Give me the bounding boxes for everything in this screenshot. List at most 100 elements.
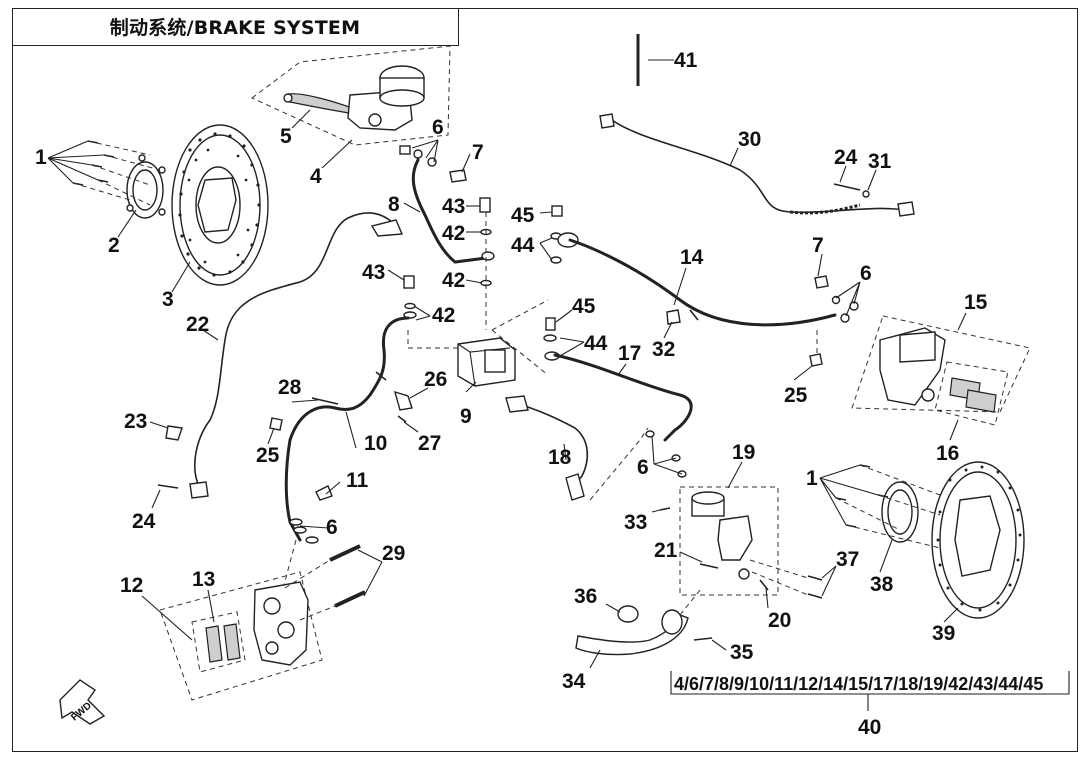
front-brake-lever: [283, 93, 357, 115]
caliper-mount-bolts: [284, 544, 366, 621]
drawing-frame: [12, 8, 1078, 752]
callout-38: 38: [870, 573, 894, 596]
callout-7: 7: [472, 141, 484, 164]
callout-20: 20: [768, 609, 791, 632]
rear-abs-sensor-wire: [611, 119, 906, 214]
front-brake-hose-upper: [411, 158, 488, 264]
callout-27: 27: [418, 432, 441, 455]
callout-25: 25: [784, 384, 808, 407]
rear-brake-hose-14: [568, 238, 837, 327]
hose-clamp-28: [311, 397, 339, 405]
banjo-washers-front-caliper: [279, 518, 319, 601]
callout-42: 42: [442, 222, 465, 245]
callout-8: 8: [388, 193, 400, 216]
callout-39: 39: [932, 622, 955, 645]
callout-13: 13: [192, 568, 215, 591]
front-abs-sensor-wire: [194, 212, 393, 489]
front-caliper-kit-outline: [159, 571, 323, 701]
hose-guide-26: [393, 390, 413, 411]
front-pads-kit-outline: [191, 611, 246, 673]
callout-19: 19: [732, 441, 755, 464]
bolt-24-rear: [833, 183, 861, 191]
callout-43: 43: [442, 195, 465, 218]
rear-brake-caliper: [879, 327, 946, 406]
callout-5: 5: [280, 125, 292, 148]
screw-27: [397, 415, 407, 423]
callout-45: 45: [511, 204, 535, 227]
callout-35: 35: [730, 641, 754, 664]
callout-2: 2: [108, 234, 120, 257]
kit-list-40: 4/6/7/8/9/10/11/12/14/15/17/18/19/42/43/…: [670, 671, 1070, 695]
abs-tone-ring-rear: [881, 481, 919, 543]
callout-6: 6: [637, 456, 649, 479]
callout-6: 6: [860, 262, 872, 285]
callout-7: 7: [812, 234, 824, 257]
front-brake-disc: [171, 124, 269, 286]
rear-brake-pedal: [575, 589, 701, 656]
front-abs-sensor: [189, 481, 209, 499]
callout-33: 33: [624, 511, 647, 534]
callout-1: 1: [35, 146, 47, 169]
abs-mount-bolts-lower: [403, 275, 488, 349]
rear-brake-line-18: [511, 401, 589, 489]
screw-21: [699, 563, 719, 569]
callout-37: 37: [836, 548, 859, 571]
callout-29: 29: [382, 542, 405, 565]
callout-40: 40: [858, 716, 881, 739]
callout-32: 32: [652, 338, 675, 361]
abs-link-dash: [491, 299, 549, 376]
callout-10: 10: [364, 432, 387, 455]
front-disc-bolts: [72, 140, 161, 206]
callout-28: 28: [278, 376, 302, 399]
callout-41: 41: [674, 49, 698, 72]
callout-6: 6: [326, 516, 338, 539]
pedal-bolt-35: [693, 637, 713, 641]
callout-45: 45: [572, 295, 596, 318]
front-master-cylinder: [347, 65, 425, 131]
callout-11: 11: [346, 469, 369, 492]
callout-30: 30: [738, 128, 761, 151]
callout-24: 24: [132, 510, 156, 533]
callout-21: 21: [654, 539, 678, 562]
abs-modulator: [457, 337, 516, 387]
callout-18: 18: [548, 446, 572, 469]
callout-6: 6: [432, 116, 444, 139]
callout-26: 26: [424, 368, 447, 391]
cotter-pin-20: [759, 579, 769, 591]
callout-17: 17: [618, 342, 641, 365]
callout-15: 15: [964, 291, 988, 314]
callout-44: 44: [584, 332, 608, 355]
callout-3: 3: [162, 288, 174, 311]
forward-direction-icon: FWD: [59, 679, 106, 725]
callout-42: 42: [432, 304, 455, 327]
bleeder-11: [315, 485, 333, 501]
callout-43: 43: [362, 261, 385, 284]
callout-14: 14: [680, 246, 704, 269]
callout-34: 34: [562, 670, 586, 693]
callout-9: 9: [460, 405, 472, 428]
callout-44: 44: [511, 234, 535, 257]
master-cylinder-bolts-37: [749, 559, 823, 599]
sensor-connector-30: [599, 113, 615, 129]
diagram-title: 制动系统/BRAKE SYSTEM: [109, 17, 361, 39]
callout-36: 36: [574, 585, 597, 608]
front-brake-hose-lower: [284, 316, 410, 542]
callout-22: 22: [186, 313, 209, 336]
title-block: 制动系统/BRAKE SYSTEM: [12, 8, 459, 46]
callout-42: 42: [442, 269, 465, 292]
callout-23: 23: [124, 410, 147, 433]
pedal-spring-36: [617, 605, 639, 623]
banjo-bolt-rear-caliper: [809, 275, 859, 367]
banjo-bolt-front-upper: [399, 145, 467, 183]
bolt-24-front: [157, 484, 179, 489]
abs-mount-bolts-upper: [479, 197, 495, 330]
rear-master-cylinder: [691, 491, 753, 580]
callout-25: 25: [256, 444, 280, 467]
callout-numbers: 1 2 3 4 5 6 7 8 43 42 42 43 42 45 44 45 …: [35, 49, 988, 739]
callout-31: 31: [868, 150, 892, 173]
front-master-cylinder-kit-outline: [251, 45, 451, 146]
sensor-connector-22: [370, 219, 404, 237]
rear-master-cylinder-kit-outline: [679, 486, 779, 596]
callout-16: 16: [936, 442, 959, 465]
